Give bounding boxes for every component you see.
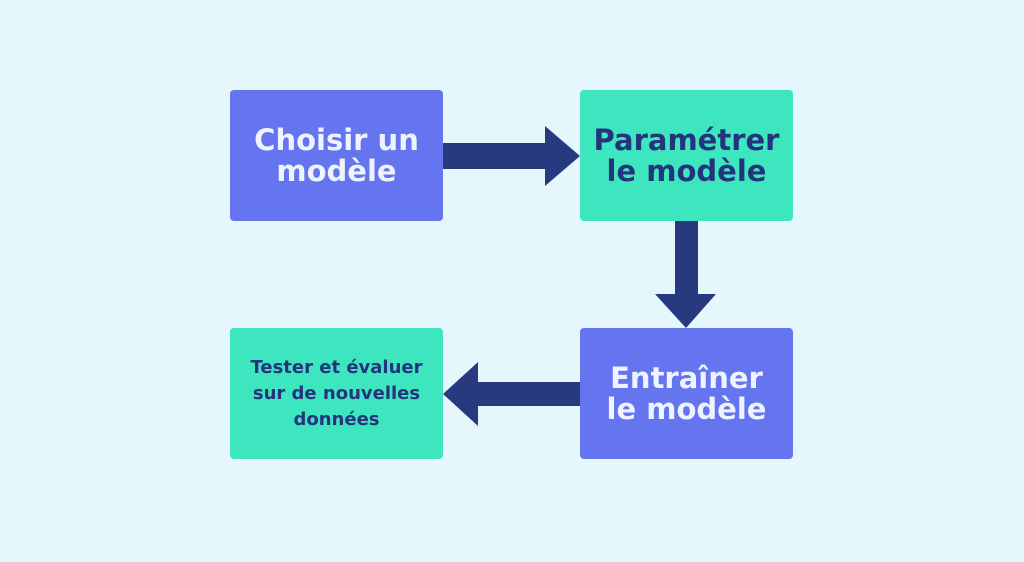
step-train-model: Entraîner le modèle: [580, 328, 793, 459]
step-train-model-label: Entraîner le modèle: [606, 360, 767, 426]
step-choose-model: Choisir un modèle: [230, 90, 443, 221]
step-configure-model-label: Paramétrer le modèle: [593, 122, 780, 188]
arrow-left: [443, 362, 580, 426]
step-configure-model: Paramétrer le modèle: [580, 90, 793, 221]
step-choose-model-label: Choisir un modèle: [254, 122, 419, 188]
arrow-right: [443, 126, 580, 186]
step-test-evaluate: Tester et évaluer sur de nouvelles donné…: [230, 328, 443, 459]
step-test-evaluate-label: Tester et évaluer sur de nouvelles donné…: [250, 356, 423, 430]
arrow-down: [655, 221, 716, 328]
